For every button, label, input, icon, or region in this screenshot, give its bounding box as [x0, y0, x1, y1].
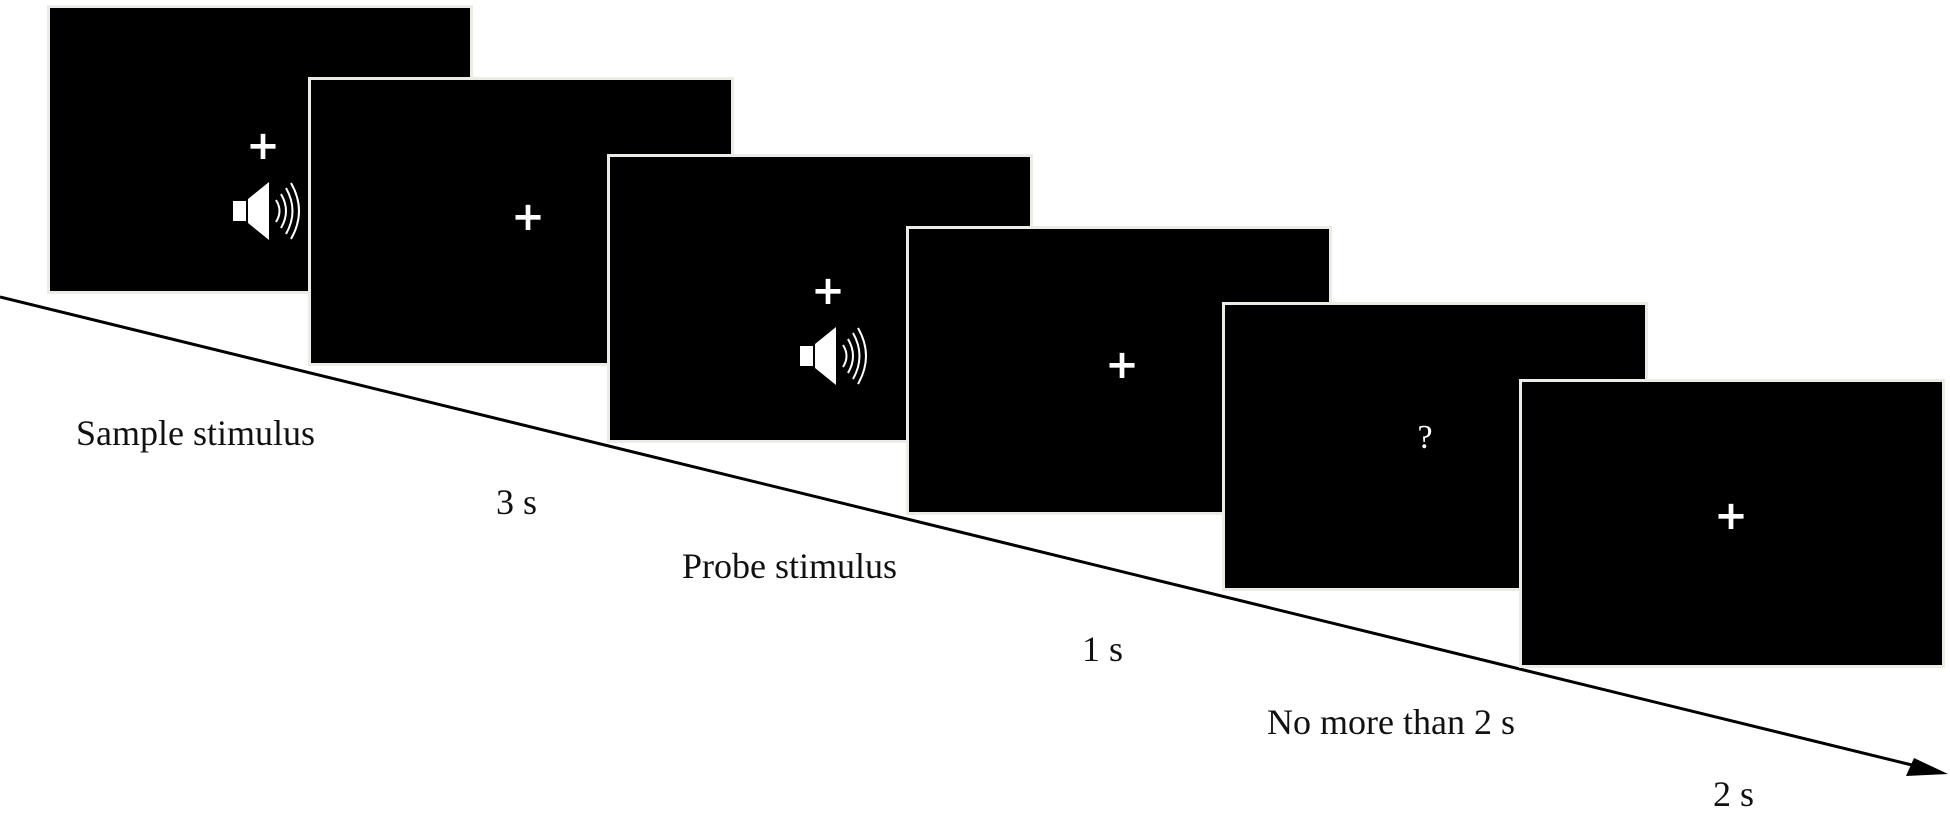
fixation-cross-icon: +	[811, 268, 845, 314]
label-interval-duration: 1 s	[1082, 629, 1124, 669]
screen-intertrial-fixation: +	[1519, 379, 1945, 668]
timeline-line	[0, 295, 1913, 767]
fixation-cross-icon: +	[511, 194, 545, 240]
question-mark: ?	[1417, 419, 1433, 456]
fixation-cross-icon: +	[1714, 493, 1748, 539]
speaker-icon	[233, 182, 300, 240]
label-response-duration: No more than 2 s	[1267, 702, 1515, 742]
fixation-cross-icon: +	[1105, 342, 1139, 388]
label-probe-stimulus: Probe stimulus	[682, 546, 898, 586]
timeline-arrowhead	[1906, 758, 1948, 776]
fixation-cross-icon: +	[246, 123, 280, 169]
label-sample-stimulus: Sample stimulus	[76, 413, 316, 453]
label-delay-duration: 3 s	[496, 482, 538, 522]
label-intertrial-duration: 2 s	[1713, 774, 1755, 814]
speaker-icon	[800, 327, 867, 385]
